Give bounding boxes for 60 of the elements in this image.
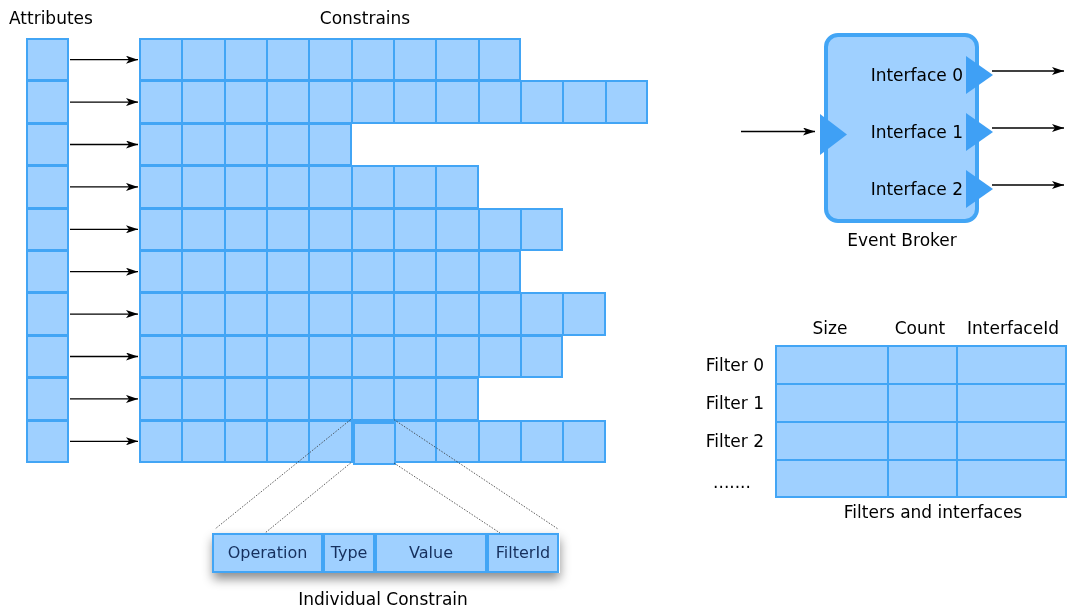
arrow xyxy=(69,394,139,403)
label-text: Count xyxy=(893,318,947,340)
label-text: Attributes xyxy=(9,8,94,30)
arrow xyxy=(69,55,139,64)
constraint-row xyxy=(139,38,521,82)
zoom-line xyxy=(393,462,501,534)
arrow xyxy=(740,127,816,136)
constraint-row xyxy=(139,292,606,336)
label-text: Size xyxy=(811,318,849,340)
arrow xyxy=(69,225,139,234)
constraint-row xyxy=(139,419,606,463)
label-text: Filter 1 xyxy=(704,393,764,415)
field-cell: Operation xyxy=(212,533,323,573)
label-text: Constrains xyxy=(318,8,412,30)
label-text: Filters and interfaces xyxy=(842,502,1024,524)
arrow xyxy=(991,124,1065,132)
grid-cell xyxy=(26,165,69,209)
constraint-row xyxy=(139,377,479,421)
constraint-row xyxy=(139,165,479,209)
grid-cell xyxy=(26,377,69,421)
grid-cell xyxy=(26,419,69,463)
zoom-line xyxy=(264,462,352,534)
grid-cell xyxy=(26,292,69,336)
grid-cell xyxy=(26,334,69,379)
record-box xyxy=(213,533,560,573)
arrow xyxy=(69,182,139,191)
constraint-row xyxy=(139,122,352,167)
arrow xyxy=(991,67,1065,75)
input-port-icon xyxy=(819,113,848,156)
interface-label: Interface 0 xyxy=(870,66,963,84)
arrow xyxy=(69,437,139,446)
constraint-row xyxy=(139,250,521,294)
grid-cell xyxy=(26,122,69,167)
field-cell: Type xyxy=(323,533,375,573)
node-label: Event Broker xyxy=(846,230,958,252)
grid-cell xyxy=(26,207,69,251)
label-text: InterfaceId xyxy=(966,318,1060,340)
label-text: Filter 0 xyxy=(704,355,764,377)
arrow xyxy=(69,310,139,319)
arrow xyxy=(991,181,1065,189)
constraint-row xyxy=(139,207,564,251)
zoom-line xyxy=(214,419,352,530)
node-label: Individual Constrain xyxy=(297,589,469,611)
arrow xyxy=(69,352,139,361)
grid-cell xyxy=(26,250,69,294)
grid-cell xyxy=(26,80,69,124)
constraint-row xyxy=(139,80,648,124)
field-cell: Value xyxy=(375,533,487,573)
arrow xyxy=(69,267,139,276)
interface-label: Interface 2 xyxy=(870,180,963,198)
constraint-row xyxy=(139,334,564,379)
zoom-line xyxy=(393,419,559,530)
arrow xyxy=(69,98,139,107)
interface-label: Interface 1 xyxy=(870,123,963,141)
field-cell: FilterId xyxy=(487,533,559,573)
arrow xyxy=(69,140,139,149)
grid-cell xyxy=(352,421,396,465)
label-text: Filter 2 xyxy=(704,431,764,453)
label-text: ....... xyxy=(712,472,752,494)
grid-cell xyxy=(26,38,69,82)
